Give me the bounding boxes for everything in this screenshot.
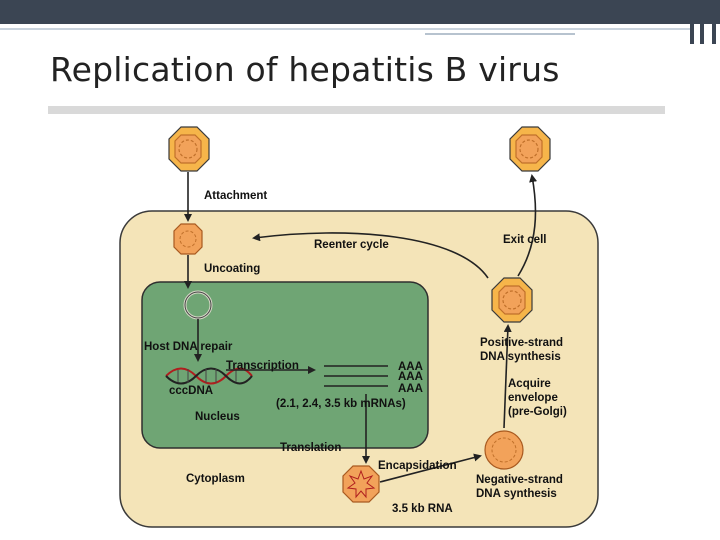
title-rule	[48, 106, 665, 114]
capsid-uncoating	[173, 223, 203, 255]
rcdna-circle	[183, 290, 213, 320]
label-attachment: Attachment	[204, 190, 267, 202]
virion-exit	[509, 126, 551, 172]
label-cytoplasm: Cytoplasm	[186, 473, 245, 485]
top-bar-accent	[712, 0, 716, 44]
label-nucleus: Nucleus	[195, 411, 240, 423]
label-acquire-3: (pre-Golgi)	[508, 406, 567, 418]
label-translation: Translation	[280, 442, 341, 454]
label-aaa-1: AAA	[398, 361, 423, 373]
label-host-dna-repair: Host DNA repair	[144, 341, 233, 353]
virion-positive-strand	[491, 277, 533, 323]
arrow-exit	[517, 174, 538, 277]
label-encapsidation: Encapsidation	[378, 460, 457, 472]
label-positive-strand-1: Positive-strand	[480, 337, 563, 349]
top-bar-accent	[700, 0, 704, 44]
top-bar	[0, 0, 720, 24]
capsid-negative-strand	[484, 430, 524, 470]
label-aaa-2: AAA	[398, 371, 423, 383]
label-reenter-cycle: Reenter cycle	[314, 239, 389, 251]
mrna-lines	[324, 365, 388, 387]
arrow-reenter	[252, 232, 489, 279]
label-35kb-rna: 3.5 kb RNA	[392, 503, 453, 515]
label-negative-strand-2: DNA synthesis	[476, 488, 557, 500]
pathway-arrows	[184, 172, 538, 483]
label-uncoating: Uncoating	[204, 263, 260, 275]
label-aaa-3: AAA	[398, 383, 423, 395]
top-bar-accent	[690, 0, 694, 44]
label-transcription: Transcription	[226, 360, 299, 372]
label-cccdna: cccDNA	[169, 385, 213, 397]
label-negative-strand-1: Negative-strand	[476, 474, 563, 486]
label-mrnas: (2.1, 2.4, 3.5 kb mRNAs)	[276, 398, 406, 410]
hbv-replication-diagram: Attachment Uncoating Reenter cycle Exit …	[48, 114, 665, 532]
arrow-encapsidation	[379, 453, 482, 483]
top-bar-line	[425, 33, 575, 35]
label-positive-strand-2: DNA synthesis	[480, 351, 561, 363]
arrow-acquire-envelope	[503, 324, 512, 429]
slide-title: Replication of hepatitis B virus	[50, 50, 560, 89]
virion-attachment	[168, 126, 210, 172]
label-acquire-1: Acquire	[508, 378, 551, 390]
top-bar-line	[0, 28, 690, 30]
capsid-pregenomic-rna	[342, 465, 380, 503]
label-exit-cell: Exit cell	[503, 234, 546, 246]
nucleus	[141, 281, 429, 449]
label-acquire-2: envelope	[508, 392, 558, 404]
cccdna-helix	[165, 367, 253, 385]
